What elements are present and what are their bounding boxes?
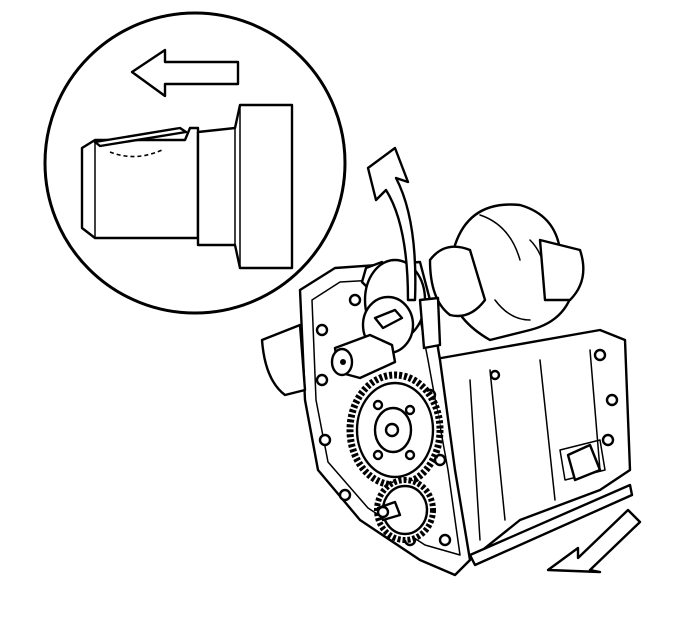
left-mount-lug — [260, 323, 307, 397]
detail-view — [43, 11, 347, 315]
oil-pan-lip — [468, 483, 634, 567]
large-timing-gear — [346, 371, 444, 489]
block-bolt-a — [593, 348, 607, 362]
detail-collar — [196, 103, 294, 270]
keyway — [373, 308, 404, 330]
engine-block — [260, 203, 634, 577]
block-ribs — [469, 349, 606, 541]
detail-collar-edge — [234, 104, 241, 269]
small-timing-gear — [374, 477, 436, 543]
crankshaft-journal — [428, 245, 487, 318]
block-boss — [566, 443, 602, 482]
bracket-post — [418, 296, 442, 350]
block-bolt-b — [605, 393, 619, 407]
block-bolt-d — [489, 369, 501, 381]
detail-key — [93, 126, 188, 148]
curved-arrow-icon — [366, 146, 417, 302]
crank-cheek — [538, 238, 585, 302]
block-bolt-c — [601, 433, 615, 447]
arrow-left-icon — [130, 48, 240, 98]
arrow-down-left-icon — [546, 508, 642, 574]
